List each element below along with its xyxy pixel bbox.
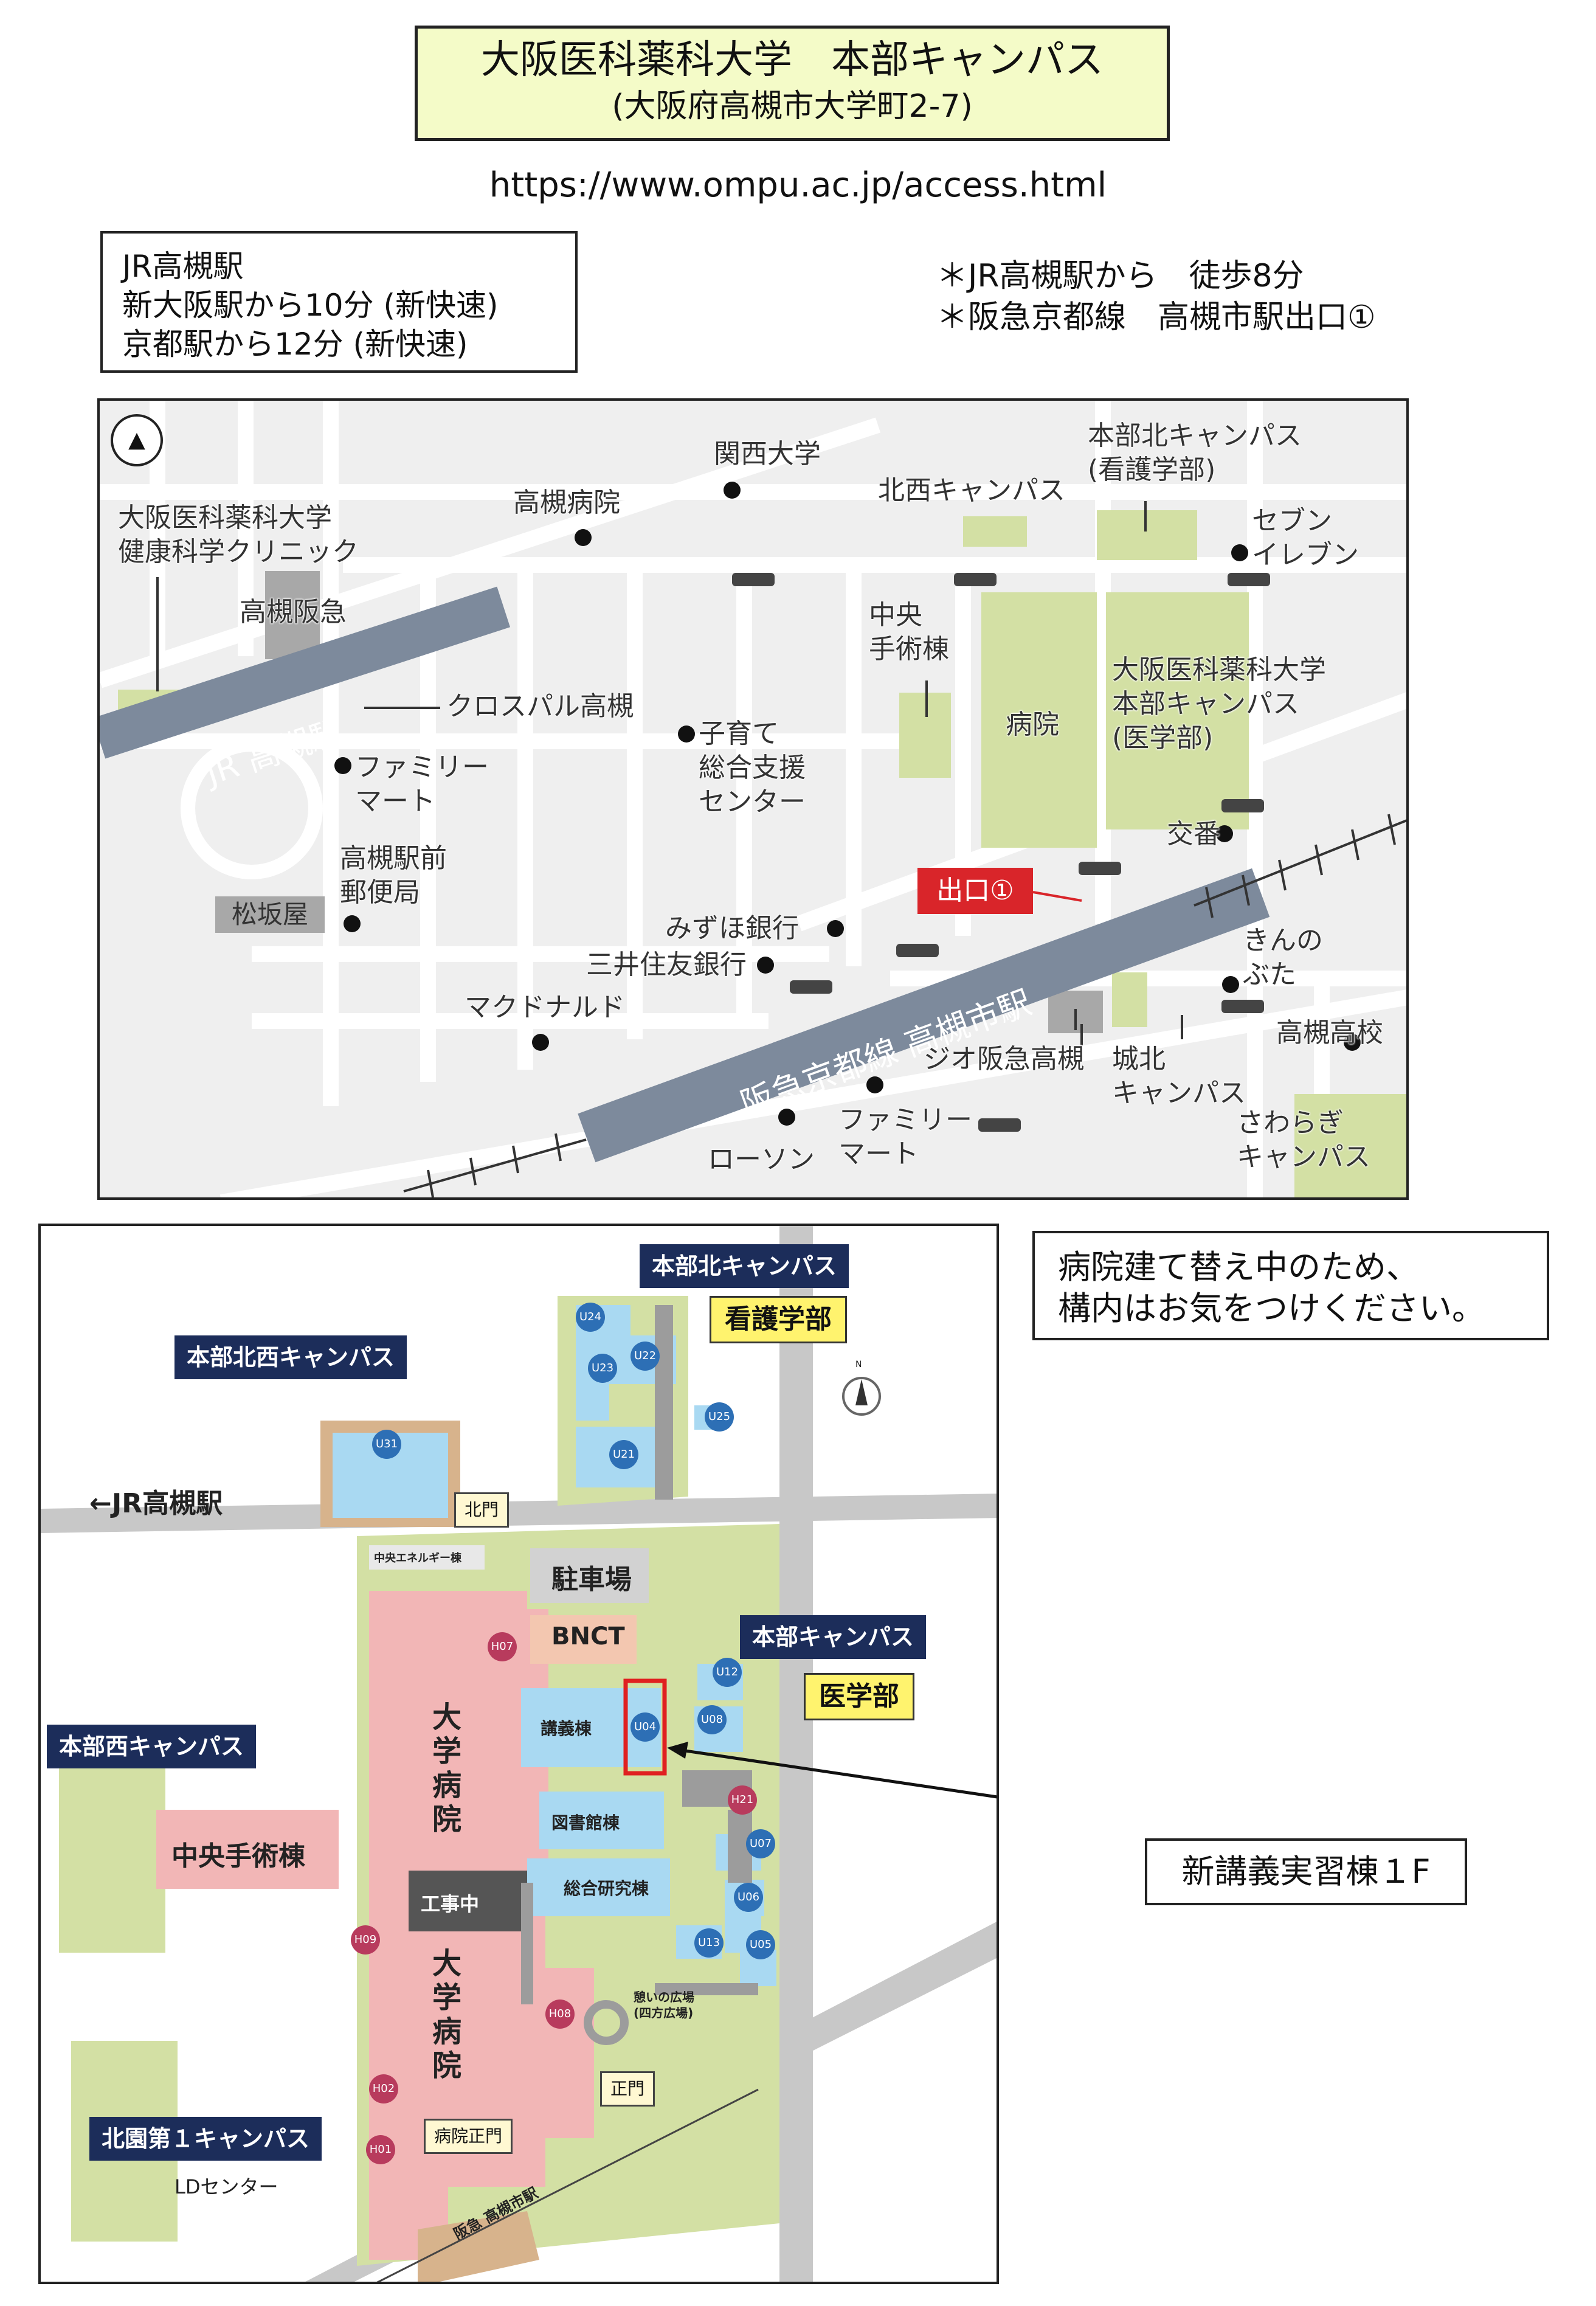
bldg-code-u05[interactable]: U05 (746, 1930, 775, 1959)
bldg-code-h02[interactable]: H02 (369, 2074, 398, 2103)
label-north-n: N (855, 1360, 862, 1369)
bldg-code-u21[interactable]: U21 (609, 1440, 638, 1469)
hospital-main-gate: 病院正門 (424, 2119, 513, 2154)
bldg-code-u25[interactable]: U25 (705, 1402, 734, 1432)
label-koban: 交番 (1167, 819, 1220, 850)
page-title: 大阪医科薬科大学 本部キャンパス (481, 38, 1104, 83)
bldg-code-h09[interactable]: H09 (351, 1925, 380, 1955)
label-lawson: ローソン (708, 1144, 815, 1175)
badge-medicine: 医学部 (804, 1673, 914, 1720)
campus-map-graphics (41, 1226, 997, 2282)
label-family-mart-2: ファミリー マート (838, 1104, 972, 1169)
access-note-jr: ＊JR高槻駅から 徒歩8分 (936, 258, 1304, 294)
label-central-surgery: 中央 手術棟 (869, 600, 949, 665)
label-mizuho: みずほ銀行 (665, 913, 799, 944)
label-mcdonalds: マクドナルド (465, 992, 625, 1023)
area-map: ▲ JR 高槻駅 阪急京都線 高槻市駅 出口① 松坂屋 関西大学 高槻病院 大阪… (97, 398, 1409, 1200)
label-seven-eleven: セブン イレブン (1252, 505, 1359, 570)
callout-arrow (667, 1742, 997, 1799)
label-main-campus: 大阪医科薬科大学 本部キャンパス (医学部) (1112, 654, 1326, 753)
label-kosodate-center: 子育て 総合支援 センター (699, 718, 806, 817)
badge-honbu-north-campus: 本部北キャンパス (640, 1244, 849, 1288)
bldg-code-u04[interactable]: U04 (630, 1712, 660, 1742)
label-lecture-building: 講義棟 (541, 1719, 592, 1739)
label-univ-hospital-south: 大学病院 (432, 1947, 461, 2083)
label-univ-hospital-north: 大学病院 (432, 1700, 461, 1837)
label-post-office: 高槻駅前 郵便局 (340, 843, 447, 908)
label-johoku-campus: 城北 キャンパス (1112, 1044, 1246, 1109)
label-construction: 工事中 (421, 1892, 480, 1916)
label-hokusei-campus: 北西キャンパス (878, 475, 1065, 506)
train-line-kyoto: 京都駅から12分 (新快速) (122, 327, 468, 362)
new-lecture-highlight (623, 1678, 667, 1776)
traffic-signals (732, 573, 1270, 1132)
train-line-shin-osaka: 新大阪駅から10分 (新快速) (122, 288, 499, 323)
bldg-code-u24[interactable]: U24 (576, 1303, 605, 1332)
label-parking: 駐車場 (551, 1564, 632, 1595)
main-gate: 正門 (600, 2071, 655, 2107)
label-sawaragi-campus: さわらぎ キャンパス (1237, 1107, 1370, 1172)
bldg-code-u06[interactable]: U06 (734, 1883, 763, 1912)
label-ld-center: LDセンター (174, 2175, 278, 2198)
campus-map: 本部北キャンパス 看護学部 本部北西キャンパス ←JR高槻駅 北門 中央エネルギ… (38, 1224, 999, 2284)
campus-hankyu-track (376, 2088, 759, 2282)
callout-new-lecture: 新講義実習棟１F (1145, 1838, 1467, 1905)
label-library: 図書館棟 (551, 1813, 620, 1833)
label-mitsui: 三井住友銀行 (586, 949, 747, 980)
label-plaza: 憩いの広場 (四方広場) (634, 1990, 694, 2020)
badge-kitazono-campus: 北園第１キャンパス (89, 2117, 322, 2161)
train-info-box: JR高槻駅 新大阪駅から10分 (新快速) 京都駅から12分 (新快速) (100, 231, 578, 373)
access-url[interactable]: https://www.ompu.ac.jp/access.html (489, 165, 1107, 205)
title-box: 大阪医科薬科大学 本部キャンパス (大阪府高槻市大学町2-7) (415, 26, 1170, 141)
bldg-code-u12[interactable]: U12 (713, 1658, 742, 1687)
bldg-code-u31[interactable]: U31 (372, 1430, 401, 1459)
bldg-code-u08[interactable]: U08 (697, 1705, 727, 1734)
leader-lines (156, 501, 1183, 1045)
label-takatsuki-hs: 高槻高校 (1276, 1017, 1383, 1048)
label-hospital: 病院 (1006, 709, 1059, 740)
bldg-code-h01[interactable]: H01 (366, 2135, 395, 2164)
bldg-code-h08[interactable]: H08 (545, 2000, 575, 2029)
train-line-station: JR高槻駅 (122, 249, 244, 284)
label-energy-building: 中央エネルギー棟 (374, 1552, 461, 1565)
campus-north-arrow-icon (842, 1377, 881, 1416)
matsuzakaya-building: 松坂屋 (215, 896, 325, 933)
bldg-code-u22[interactable]: U22 (630, 1342, 660, 1371)
address: (大阪府高槻市大学町2-7) (612, 88, 973, 125)
bldg-code-u23[interactable]: U23 (588, 1354, 617, 1383)
label-research-building: 総合研究棟 (564, 1878, 649, 1899)
bldg-code-u13[interactable]: U13 (694, 1928, 724, 1958)
label-honbu-north-campus: 本部北キャンパス (看護学部) (1088, 420, 1302, 485)
bldg-code-h07[interactable]: H07 (488, 1632, 517, 1661)
badge-honbu-campus: 本部キャンパス (740, 1615, 927, 1659)
label-crosspal: クロスパル高槻 (446, 691, 634, 722)
area-map-graphics (100, 401, 1406, 1197)
notice-box: 病院建て替え中のため、 構内はお気をつけください。 (1032, 1231, 1549, 1340)
access-notes: ＊JR高槻駅から 徒歩8分 ＊阪急京都線 高槻市駅出口① (936, 255, 1376, 338)
badge-honbu-northwest-campus: 本部北西キャンパス (174, 1335, 407, 1379)
badge-honbu-west-campus: 本部西キャンパス (47, 1725, 257, 1768)
badge-nursing: 看護学部 (710, 1296, 847, 1343)
label-family-mart-1: ファミリー マート (355, 752, 489, 817)
access-note-hankyu: ＊阪急京都線 高槻市駅出口① (936, 299, 1376, 336)
label-central-surgery: 中央手術棟 (171, 1841, 305, 1872)
north-arrow-icon: ▲ (111, 414, 163, 466)
hankyu-track (403, 814, 1406, 1197)
label-takatsuki-hankyu: 高槻阪急 (240, 597, 347, 628)
label-bnct: BNCT (551, 1622, 625, 1650)
label-kansai-univ: 関西大学 (714, 438, 821, 469)
label-kinnobuta: きんの ぶた (1243, 925, 1323, 990)
label-health-clinic: 大阪医科薬科大学 健康科学クリニック (118, 502, 359, 567)
exit-1-badge: 出口① (917, 868, 1033, 914)
poi-dots (334, 482, 1361, 1126)
bldg-code-u07[interactable]: U07 (746, 1829, 775, 1858)
jr-direction-label: ←JR高槻駅 (89, 1488, 223, 1519)
north-gate: 北門 (454, 1492, 510, 1528)
bldg-code-h21[interactable]: H21 (728, 1785, 757, 1815)
label-zio-hankyu: ジオ阪急高槻 (924, 1044, 1084, 1075)
label-takatsuki-hospital: 高槻病院 (513, 487, 620, 518)
